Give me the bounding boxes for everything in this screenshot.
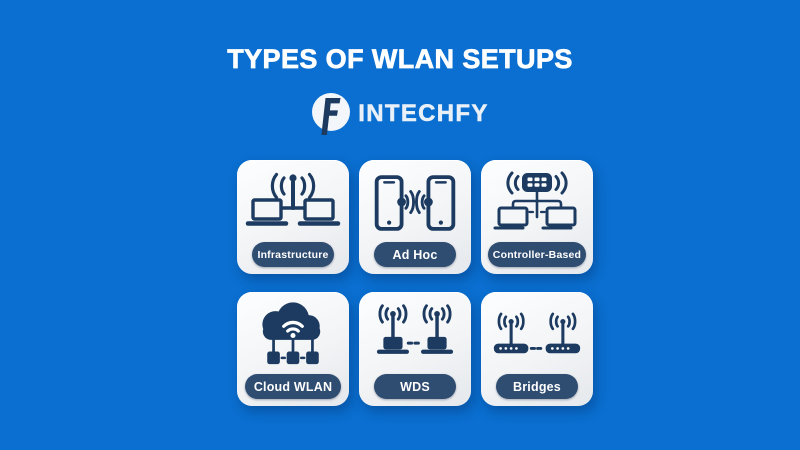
card-cloud-wlan: Cloud WLAN <box>237 292 349 406</box>
brand-name: INTECHFY <box>358 100 489 128</box>
wlan-controller-icon <box>493 171 577 230</box>
page-title: TYPES OF WLAN SETUPS <box>227 44 573 75</box>
card-bridges: Bridges <box>481 292 593 406</box>
card-ad-hoc: Ad Hoc <box>359 160 471 274</box>
card-controller-based: Controller-Based <box>481 160 593 274</box>
brand-logo: INTECHFY <box>0 92 800 136</box>
card-wds: WDS <box>359 292 471 406</box>
card-label-pill: Cloud WLAN <box>244 374 342 399</box>
cloud-wifi-icon <box>262 302 321 365</box>
card-label-pill: Bridges <box>496 374 578 399</box>
card-label-pill: Infrastructure <box>252 242 334 267</box>
card-label-pill: Ad Hoc <box>374 242 456 267</box>
bridge-routers-icon <box>493 312 581 354</box>
card-label-pill: Controller-Based <box>487 242 587 267</box>
infrastructure-access-point-icon <box>245 172 341 226</box>
ad-hoc-phones-icon <box>374 175 456 231</box>
wlan-setup-grid: Infrastructure Ad Hoc <box>237 160 593 406</box>
wds-access-points-icon <box>376 304 454 354</box>
card-infrastructure: Infrastructure <box>237 160 349 274</box>
brand-monogram-icon <box>312 93 351 135</box>
card-label-pill: WDS <box>374 374 456 399</box>
